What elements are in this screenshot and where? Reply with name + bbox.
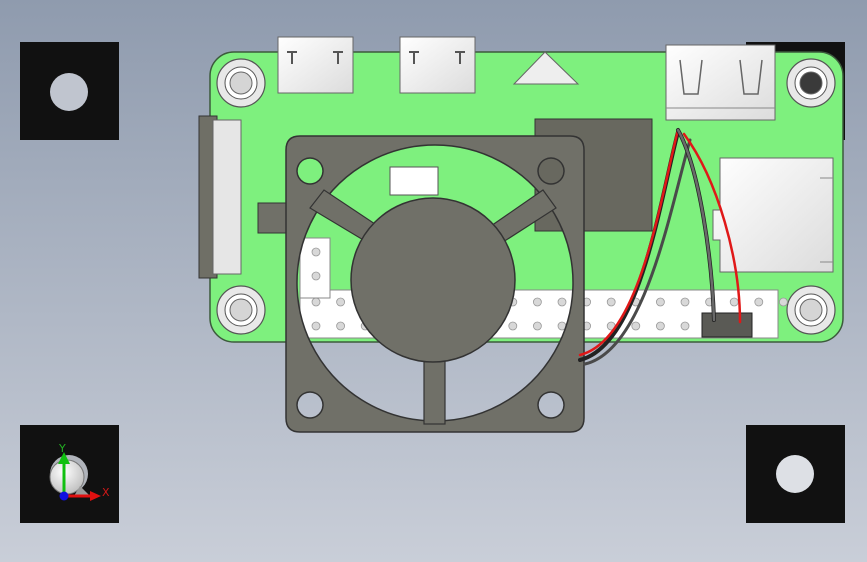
gpio-pin [336,297,346,307]
gpio-pin [336,321,346,331]
triad-y-label: Y [59,442,66,455]
gpio-pin [311,321,321,331]
mounting-hole-bottom-right [786,285,836,335]
sd-card-slot [712,157,834,273]
cooling-fan [285,135,585,433]
gpio-pin [311,297,321,307]
gpio-pin [606,297,616,307]
gpio-pin [508,321,518,331]
gpio-pin [779,297,788,307]
fan-label-window [389,166,439,196]
gpio-pin [631,321,641,331]
gpio-header-left-column [299,237,331,299]
micro-usb-connector-1 [277,36,354,94]
standoff-top-left [20,42,119,140]
camera-connector [198,115,289,279]
gpio-pin [680,321,690,331]
mounting-hole-top-left [216,58,266,108]
gpio-pin [557,297,567,307]
gpio-pin [533,297,542,307]
mounting-hole-top-right [786,58,836,108]
fan-hub [350,197,516,363]
gpio-pin [533,321,542,331]
gpio-pin [656,321,665,331]
gpio-pin [729,297,739,307]
micro-usb-connector-2 [399,36,476,94]
gpio-pin [656,297,665,307]
coordinate-triad [49,452,101,501]
hdmi-connector [665,44,776,121]
fan-wire-connector [701,312,753,338]
mounting-hole-bottom-left [216,285,266,335]
gpio-pin [680,297,690,307]
fan-wires [578,128,742,366]
standoff-bottom-right [746,425,845,523]
pcb-marker-triangle [512,51,580,85]
gpio-pin [754,297,764,307]
triad-x-label: X [102,486,110,499]
